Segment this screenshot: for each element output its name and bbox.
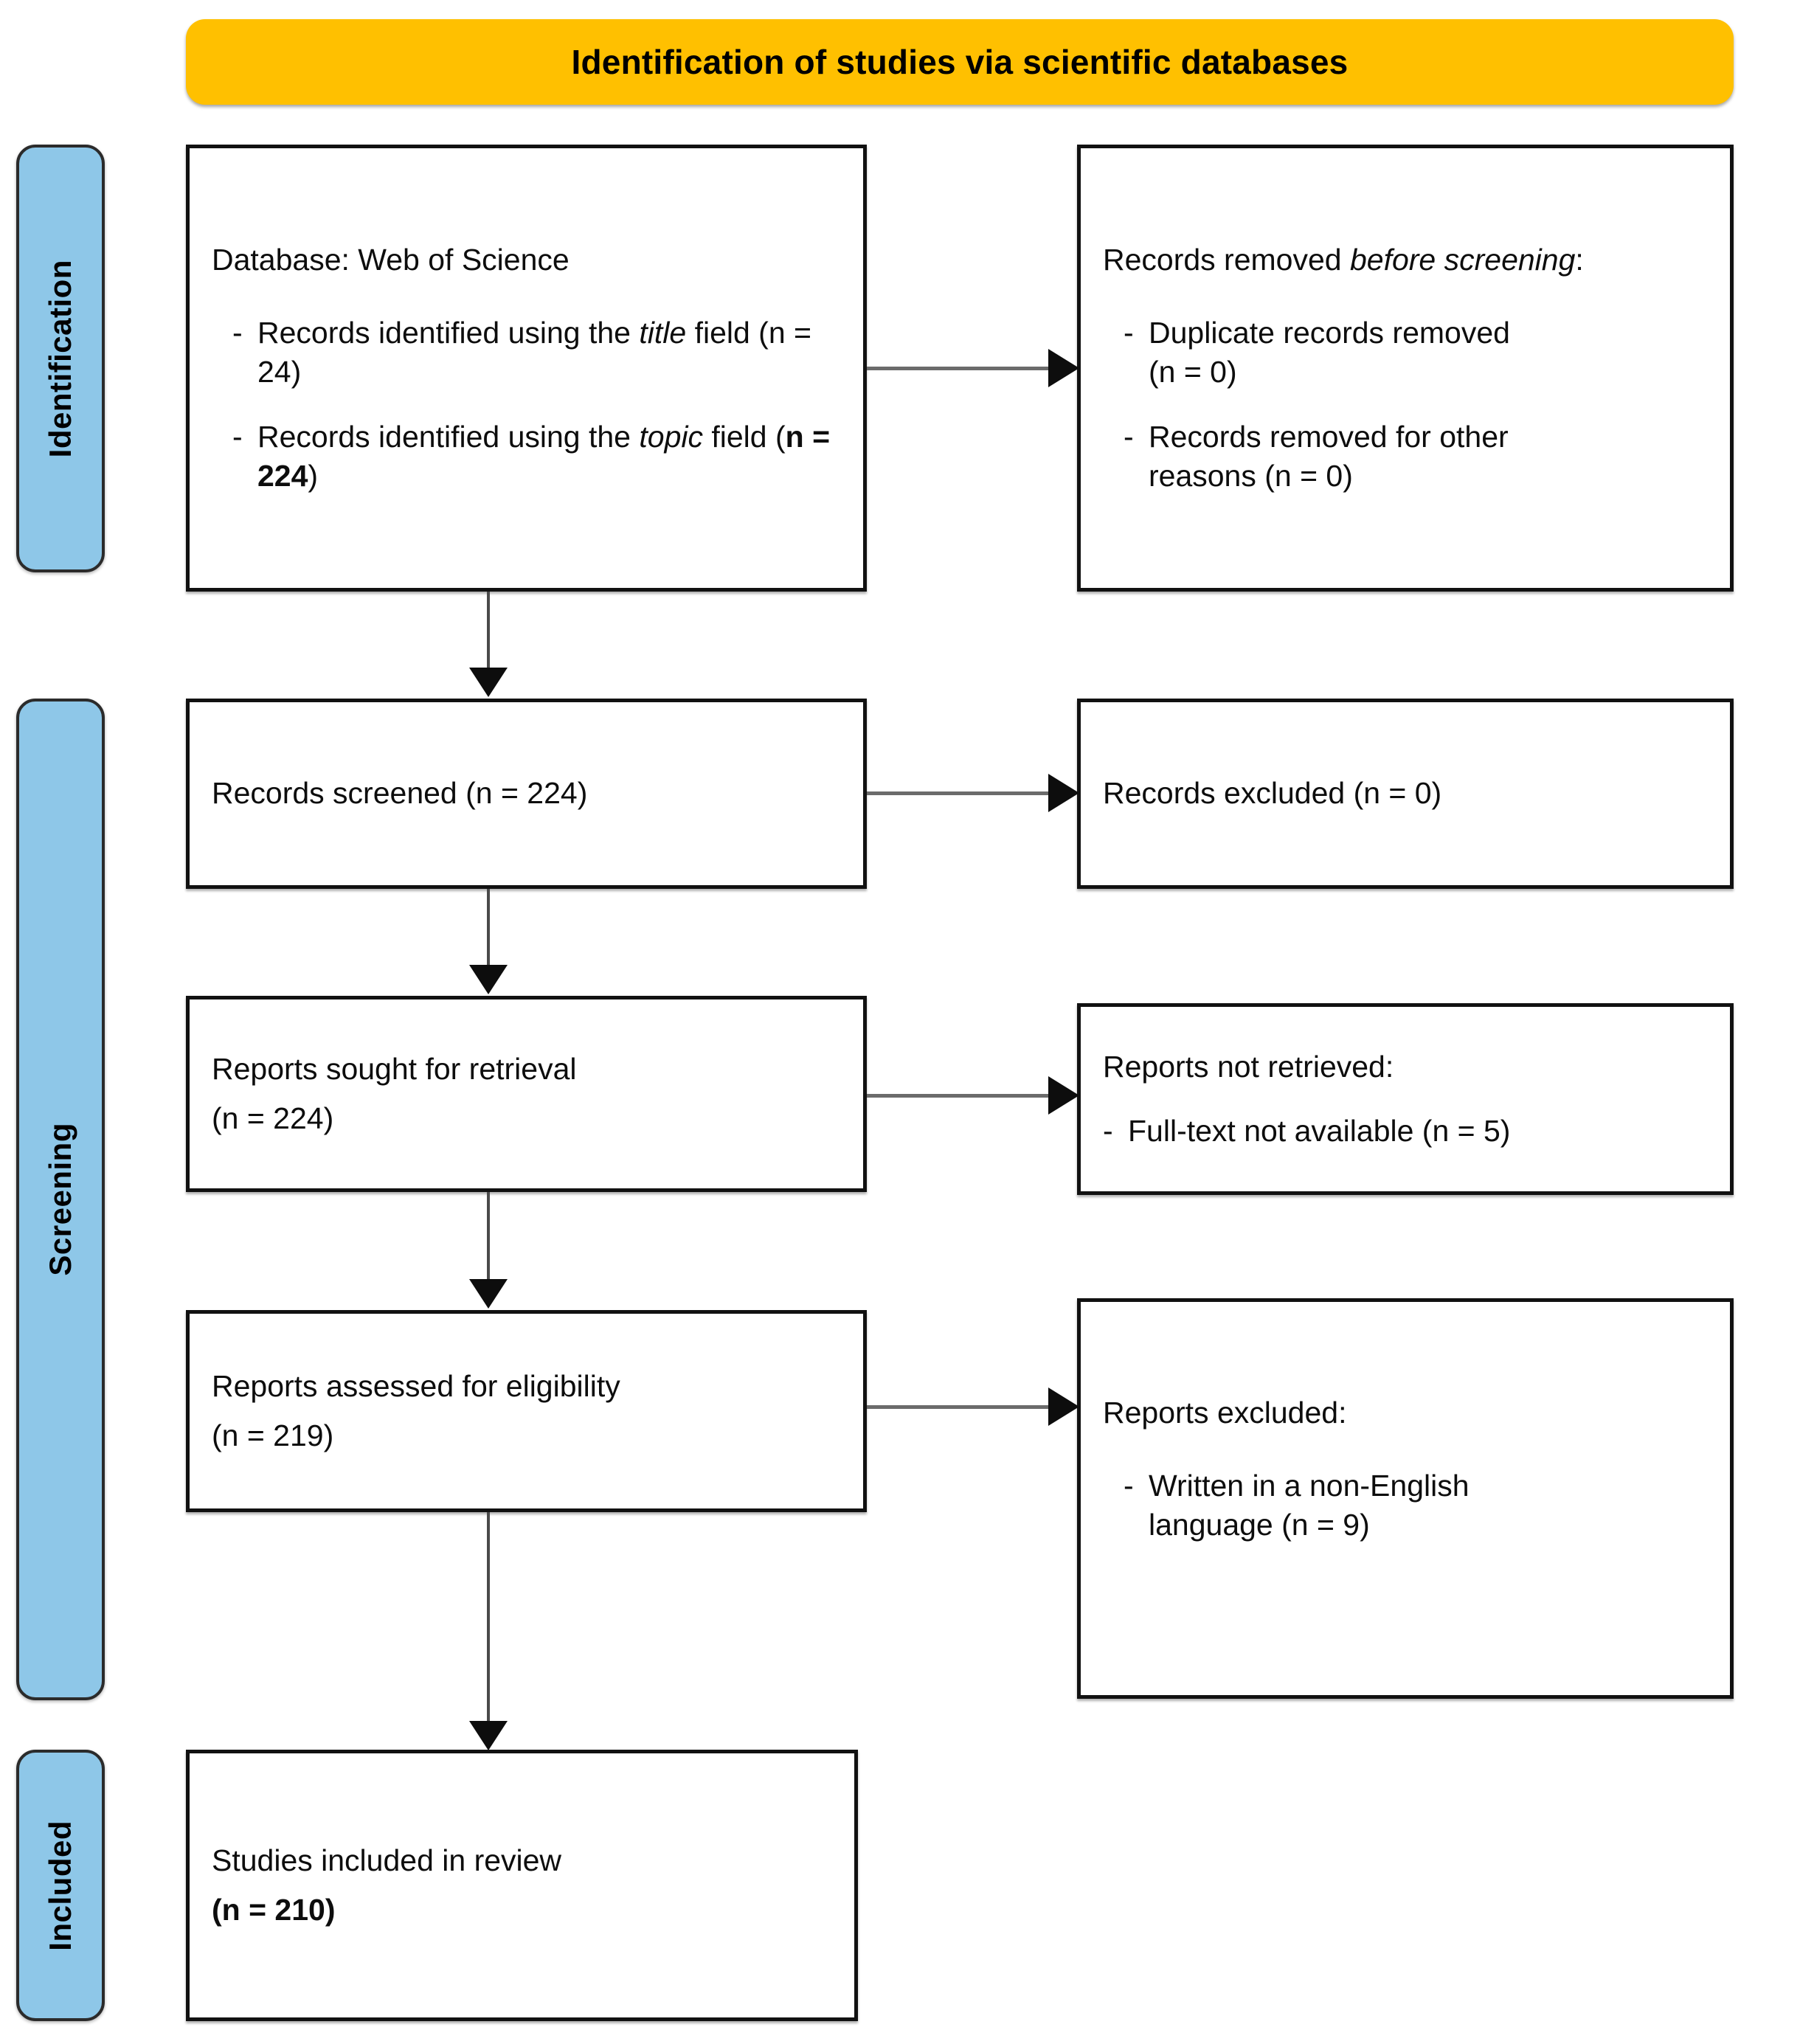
box-reports-assessed: Reports assessed for eligibility (n = 21…	[186, 1310, 867, 1512]
stage-label-screening: Screening	[43, 1123, 77, 1276]
connector-identification-to-removed	[867, 367, 1053, 370]
bullet-duplicate-records: - Duplicate records removed(n = 0)	[1103, 313, 1708, 392]
arrowhead-screened-to-excluded	[1048, 774, 1079, 812]
bullet-text: Full-text not available (n = 5)	[1128, 1114, 1511, 1148]
connector-screened-to-sought	[487, 889, 490, 970]
connector-assessed-to-included	[487, 1512, 490, 1726]
arrowhead-assessed-to-excluded	[1048, 1388, 1079, 1426]
bullet-dash: -	[232, 419, 243, 454]
records-removed-heading: Records removed before screening:	[1103, 242, 1584, 277]
page-title: Identification of studies via scientific…	[571, 43, 1349, 81]
stage-label-included: Included	[43, 1820, 77, 1951]
reports-excluded-heading: Reports excluded:	[1103, 1395, 1347, 1430]
stage-label-identification: Identification	[43, 259, 77, 458]
bullet-topic-field: - Records identified using the topic fie…	[212, 418, 841, 496]
bullet-dash: -	[1103, 1114, 1113, 1148]
connector-sought-to-assessed	[487, 1192, 490, 1284]
arrowhead-identification-to-removed	[1048, 349, 1079, 387]
bullet-text: Duplicate records removed(n = 0)	[1149, 316, 1510, 389]
bullet-full-text-not-available: - Full-text not available (n = 5)	[1103, 1112, 1708, 1151]
arrowhead-assessed-to-included	[469, 1721, 508, 1750]
arrowhead-sought-to-not-retrieved	[1048, 1076, 1079, 1115]
box-records-removed: Records removed before screening: - Dupl…	[1077, 145, 1734, 592]
connector-sought-to-not-retrieved	[867, 1094, 1053, 1098]
box-reports-excluded-detail: Reports excluded: - Written in a non-Eng…	[1077, 1298, 1734, 1699]
records-excluded-text: Records excluded (n = 0)	[1103, 776, 1442, 811]
box-reports-sought: Reports sought for retrieval (n = 224)	[186, 996, 867, 1192]
bullet-dash: -	[232, 316, 243, 350]
records-screened-text: Records screened (n = 224)	[212, 776, 588, 811]
header-banner: Identification of studies via scientific…	[186, 19, 1734, 105]
arrowhead-screened-to-sought	[469, 965, 508, 994]
bullet-dash: -	[1124, 316, 1134, 350]
bullet-title-field: - Records identified using the title fie…	[212, 313, 841, 392]
reports-not-retrieved-heading: Reports not retrieved:	[1103, 1049, 1394, 1084]
connector-screened-to-excluded	[867, 791, 1053, 795]
bullet-dash: -	[1124, 419, 1134, 454]
bullet-text: Records identified using the topic field…	[257, 419, 831, 493]
box-reports-not-retrieved: Reports not retrieved: - Full-text not a…	[1077, 1003, 1734, 1195]
stage-bar-identification: Identification	[16, 145, 105, 572]
studies-included-line2: (n = 210)	[212, 1893, 336, 1927]
connector-assessed-to-excluded	[867, 1405, 1053, 1409]
box-identification-source: Database: Web of Science - Records ident…	[186, 145, 867, 592]
reports-assessed-line2: (n = 219)	[212, 1418, 334, 1452]
stage-bar-included: Included	[16, 1750, 105, 2021]
reports-assessed-line1: Reports assessed for eligibility	[212, 1368, 620, 1403]
box-records-excluded: Records excluded (n = 0)	[1077, 699, 1734, 889]
reports-sought-line2: (n = 224)	[212, 1101, 334, 1135]
database-heading: Database: Web of Science	[212, 242, 570, 277]
bullet-dash: -	[1124, 1468, 1134, 1503]
box-studies-included: Studies included in review (n = 210)	[186, 1750, 858, 2021]
box-records-screened: Records screened (n = 224)	[186, 699, 867, 889]
connector-identification-to-screened	[487, 592, 490, 673]
stage-bar-screening: Screening	[16, 699, 105, 1700]
bullet-text: Records identified using the title field…	[257, 316, 811, 389]
studies-included-line1: Studies included in review	[212, 1843, 562, 1877]
arrowhead-sought-to-assessed	[469, 1279, 508, 1309]
arrowhead-identification-to-screened	[469, 668, 508, 697]
reports-sought-line1: Reports sought for retrieval	[212, 1051, 577, 1086]
